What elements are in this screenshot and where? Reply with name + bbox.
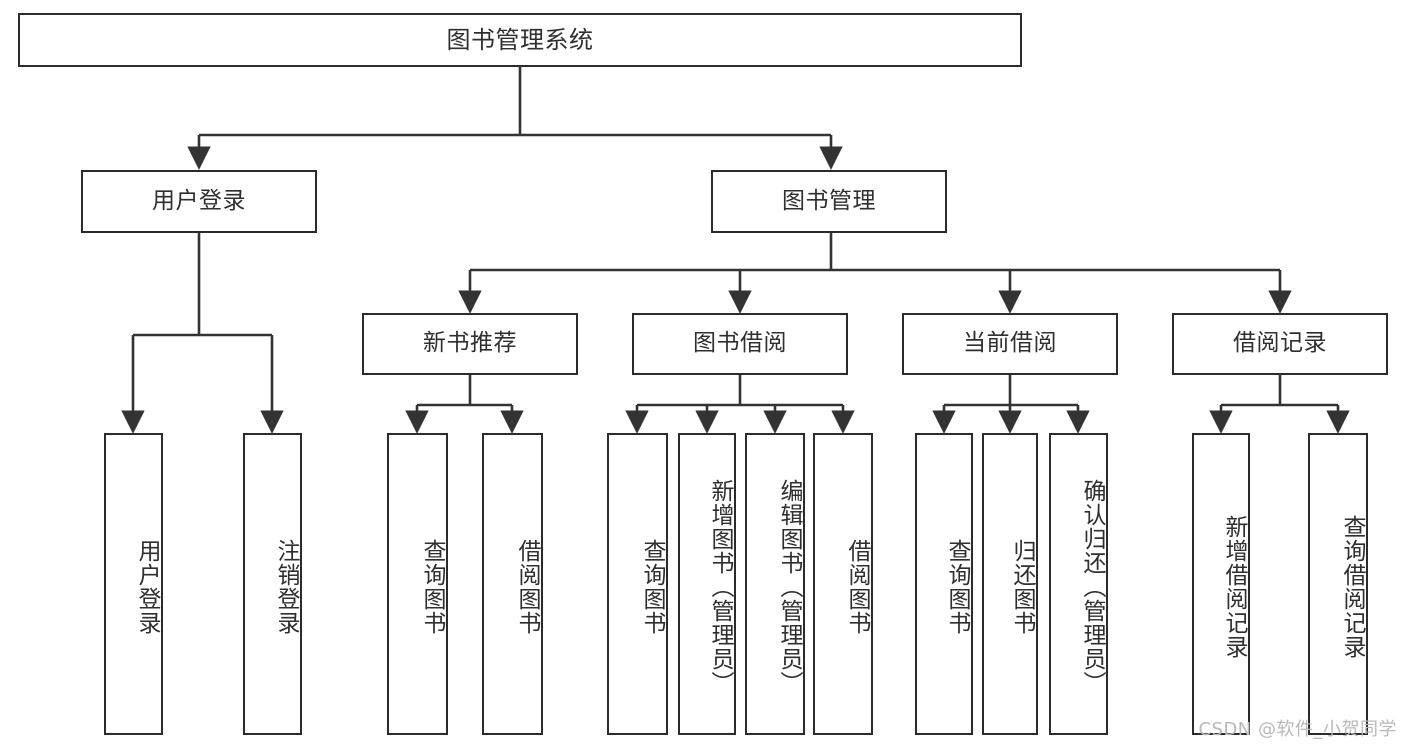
node-label: 新增图书（管理员） (707, 479, 733, 695)
node-leaf-query-book-3[interactable]: 查询图书 (915, 433, 973, 735)
node-current-borrow[interactable]: 当前借阅 (902, 313, 1118, 375)
node-label: 图书管理系统 (446, 25, 594, 54)
node-leaf-add-book[interactable]: 新增图书（管理员） (678, 433, 736, 735)
node-leaf-query-borrow-record[interactable]: 查询借阅记录 (1308, 433, 1368, 735)
node-label: 注销登录 (273, 539, 299, 635)
node-leaf-borrow-book-1[interactable]: 借阅图书 (482, 433, 543, 735)
node-leaf-logout-login[interactable]: 注销登录 (243, 433, 302, 735)
node-leaf-add-borrow-record[interactable]: 新增借阅记录 (1192, 433, 1250, 735)
node-leaf-borrow-book-2[interactable]: 借阅图书 (813, 433, 873, 735)
node-leaf-edit-book[interactable]: 编辑图书（管理员） (745, 433, 805, 735)
node-book-borrow[interactable]: 图书借阅 (632, 313, 848, 375)
node-label: 查询借阅记录 (1339, 515, 1365, 659)
node-book-management[interactable]: 图书管理 (711, 170, 947, 233)
node-label: 借阅图书 (514, 539, 540, 635)
node-label: 查询图书 (419, 539, 445, 635)
node-label: 新书推荐 (423, 330, 517, 357)
node-user-login[interactable]: 用户登录 (81, 170, 317, 233)
node-label: 图书管理 (782, 187, 876, 214)
node-label: 当前借阅 (963, 330, 1057, 357)
node-leaf-return-book[interactable]: 归还图书 (982, 433, 1038, 735)
node-leaf-query-book-2[interactable]: 查询图书 (607, 433, 668, 735)
node-leaf-query-book-1[interactable]: 查询图书 (387, 433, 448, 735)
node-label: 用户登录 (134, 539, 160, 635)
node-label: 查询图书 (944, 539, 970, 635)
node-root-book-management-system[interactable]: 图书管理系统 (18, 13, 1022, 67)
csdn-watermark: CSDN @软件_小贺同学 (1198, 719, 1397, 740)
node-label: 确认归还（管理员） (1079, 479, 1105, 695)
node-borrow-record[interactable]: 借阅记录 (1172, 313, 1388, 375)
node-label: 借阅图书 (844, 539, 870, 635)
node-label: 归还图书 (1009, 539, 1035, 635)
node-label: 查询图书 (639, 539, 665, 635)
node-label: 借阅记录 (1233, 330, 1327, 357)
node-leaf-user-login[interactable]: 用户登录 (104, 433, 163, 735)
node-label: 新增借阅记录 (1221, 515, 1247, 659)
node-label: 用户登录 (152, 187, 246, 214)
node-label: 编辑图书（管理员） (776, 479, 802, 695)
node-label: 图书借阅 (693, 330, 787, 357)
node-leaf-confirm-return[interactable]: 确认归还（管理员） (1049, 433, 1108, 735)
node-new-book-recommend[interactable]: 新书推荐 (362, 313, 578, 375)
